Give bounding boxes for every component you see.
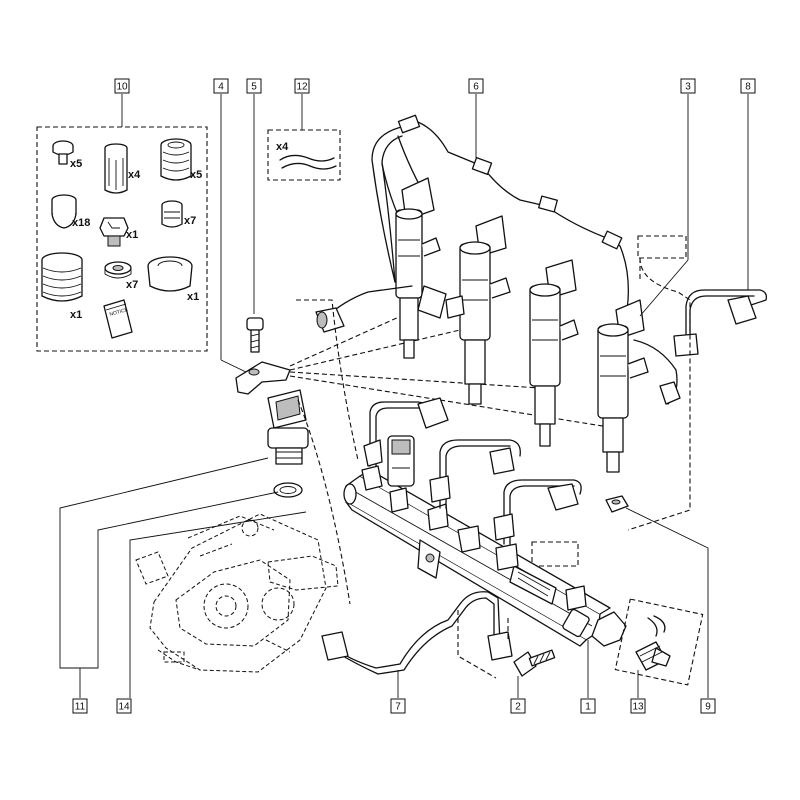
high-pressure-pump [135,513,339,673]
pressure-limiter-valve [635,615,671,671]
booklet-label: NOTICE [109,307,129,318]
kit-nut [160,138,192,181]
detail-box-rail [531,541,579,567]
kit-filter-qty: x4 [128,169,141,181]
clips-qty: x4 [276,141,289,153]
callout-10: 10 [114,78,130,94]
kit-bolt-head [51,194,77,229]
injector-4 [597,299,649,473]
injector-1 [395,177,441,359]
clamp-bracket [235,361,291,395]
bracket-screw [246,317,264,353]
pressure-sensor [267,389,309,465]
callout-2: 2 [510,698,526,714]
callout-number: 7 [395,702,401,713]
kit-instruction-booklet: NOTICE [103,299,133,339]
callout-number: 2 [515,702,521,713]
pump-rail-pipe [321,591,513,675]
leak-off-return-hose [371,114,629,323]
pipe-guide-dashed [627,257,691,531]
leader-9 [625,507,709,698]
rail-injector-pipes [363,397,582,545]
callout-14: 14 [116,698,132,714]
callout-number: 3 [685,82,691,93]
callout-9: 9 [700,698,716,714]
rail-outlet-unions [361,465,587,611]
pump-guide-dashed [297,399,351,605]
connector-clip [659,381,681,405]
injector-3 [529,259,579,447]
callout-number: 11 [75,702,86,713]
leader-11 [59,457,279,669]
kit-valve-qty: x1 [126,229,138,241]
callout-13: 13 [630,698,646,714]
kit-nut-qty: x5 [190,169,202,181]
callout-11: 11 [72,698,88,714]
kit-bolt-head-qty: x18 [72,217,90,229]
callout-number: 1 [585,702,591,713]
kit-sleeve-qty: x1 [70,309,82,321]
callout-number: 9 [705,702,711,713]
seal-kit-group: x5 x4 x5 x18 x1 [36,94,208,352]
kit-washer [104,261,132,279]
kit-cap [161,200,183,228]
pipe-nut-left [315,307,345,333]
rail-pressure-connector [387,435,415,487]
bracket-guide-lines [289,311,616,429]
kit-valve [99,217,129,247]
kit-bushing [147,256,193,292]
callout-1: 1 [580,698,596,714]
clips-box [267,129,341,181]
kit-cap-qty: x7 [184,215,196,227]
injector-pipe-8 [673,289,768,357]
callout-7: 7 [390,698,406,714]
kit-screw-qty: x5 [70,158,82,170]
regulator-detail-box [614,598,704,686]
callout-number: 6 [473,82,479,93]
callout-number: 8 [745,82,751,93]
callout-8: 8 [740,78,756,94]
rail-fixing-bolt [513,649,556,677]
callout-4: 4 [213,78,229,94]
callout-number: 12 [296,82,308,93]
callout-5: 5 [246,78,262,94]
callout-number: 5 [251,82,257,93]
kit-washer-qty: x7 [126,279,138,291]
callout-3: 3 [680,78,696,94]
injector-seal-washer [605,495,629,513]
callout-number: 13 [632,702,644,713]
clip-shape [279,154,337,170]
kit-bushing-qty: x1 [187,291,199,303]
pipe-nut-mid [417,285,465,319]
detail-box-upper [637,235,687,259]
callout-number: 14 [118,702,130,713]
callout-number: 4 [218,82,224,93]
injector-2 [459,215,511,405]
callout-6: 6 [468,78,484,94]
leader-14 [129,511,307,698]
sensor-o-ring [273,482,303,498]
kit-screw [52,140,74,165]
callout-number: 10 [116,82,128,93]
clips-group: x4 [267,94,341,181]
callout-12: 12 [294,78,310,94]
kit-filter [104,143,128,194]
common-rail [343,469,627,647]
kit-sleeve [41,252,83,302]
